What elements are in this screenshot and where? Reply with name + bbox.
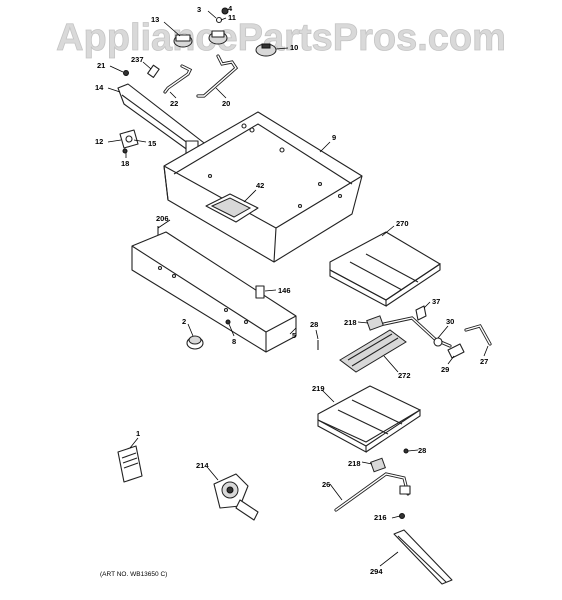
part-146-clip	[255, 285, 265, 299]
callout-146: 146	[278, 286, 291, 295]
callout-27: 27	[480, 357, 488, 366]
callout-3: 3	[197, 5, 201, 14]
callout-8: 8	[232, 337, 236, 346]
callout-18: 18	[121, 159, 129, 168]
part-13-ignitor-switch	[173, 34, 193, 48]
part-26-burner-tube	[334, 472, 411, 512]
part-22-tube	[163, 64, 193, 94]
part-8-screw	[225, 319, 231, 325]
callout-12: 12	[95, 137, 103, 146]
callout-9: 9	[332, 133, 336, 142]
part-21-screw	[123, 70, 129, 76]
part-5-trim	[131, 231, 297, 353]
part-2-knob	[186, 335, 204, 350]
art-number: (ART NO. WB13650 C)	[100, 571, 167, 578]
part-28-screw-lower	[403, 448, 409, 454]
callout-13: 13	[151, 15, 159, 24]
callout-214: 214	[196, 461, 209, 470]
part-9-burner-box	[163, 111, 363, 263]
part-218-orifice-lower	[370, 457, 386, 473]
callout-37: 37	[432, 297, 440, 306]
part-219-baffle	[317, 385, 421, 453]
callout-216: 216	[374, 513, 387, 522]
leader-lines	[107, 10, 489, 567]
callout-11: 11	[228, 13, 236, 22]
callout-28-upper: 28	[310, 320, 318, 329]
part-294-bracket	[393, 529, 453, 585]
part-27-tube	[464, 324, 492, 346]
callout-218-upper: 218	[344, 318, 357, 327]
callout-42: 42	[256, 181, 264, 190]
part-218-orifice-upper	[366, 315, 384, 331]
callout-5: 5	[292, 331, 296, 340]
callout-22: 22	[170, 99, 178, 108]
callout-218-lower: 218	[348, 459, 361, 468]
part-272-burner	[339, 329, 407, 373]
watermark-text: AppliancePartsPros.com	[56, 17, 506, 59]
part-37-clip	[415, 305, 427, 321]
part-42-window	[205, 193, 259, 223]
part-10-regulator	[255, 43, 277, 57]
callout-1: 1	[136, 429, 140, 438]
part-3-screw	[215, 16, 223, 24]
callout-219: 219	[312, 384, 325, 393]
part-270-baffle	[329, 231, 441, 307]
part-4-nut	[221, 7, 229, 15]
callout-206: 206	[156, 214, 169, 223]
callout-28-lower: 28	[418, 446, 426, 455]
callout-29: 29	[441, 365, 449, 374]
callout-2: 2	[182, 317, 186, 326]
callout-294: 294	[370, 567, 383, 576]
callout-237: 237	[131, 55, 144, 64]
part-216-nut	[399, 513, 405, 519]
part-214-valve-assembly	[213, 473, 259, 521]
callout-15: 15	[148, 139, 156, 148]
part-1-literature	[117, 445, 143, 483]
part-29-connector	[447, 343, 465, 359]
callout-14: 14	[95, 83, 104, 92]
callout-10: 10	[290, 43, 298, 52]
callout-labels: 3 4 11 13 10 21 237 14 22 20 12 15 18 9 …	[95, 4, 488, 576]
part-11-valve	[208, 30, 228, 45]
part-20-tube	[196, 54, 239, 98]
callout-30: 30	[446, 317, 454, 326]
callout-272: 272	[398, 371, 411, 380]
callout-20: 20	[222, 99, 230, 108]
callout-26: 26	[322, 480, 330, 489]
callout-21: 21	[97, 61, 105, 70]
part-237-orifice	[147, 64, 160, 78]
callout-270: 270	[396, 219, 409, 228]
callout-4: 4	[228, 4, 233, 13]
part-12-15-bracket	[119, 129, 139, 154]
